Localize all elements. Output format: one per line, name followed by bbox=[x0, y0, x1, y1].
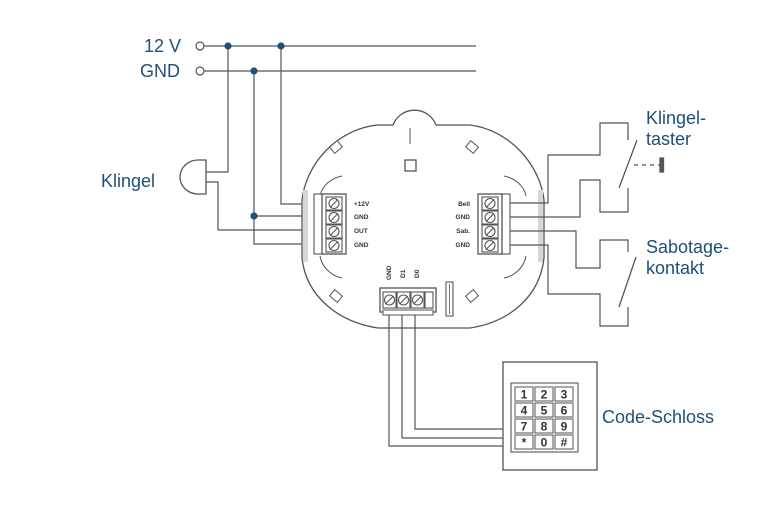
left-terminal-label: OUT bbox=[354, 228, 368, 235]
keypad-key-label: * bbox=[522, 436, 527, 450]
keypad-key-label: 4 bbox=[521, 404, 528, 418]
switch-wires bbox=[510, 122, 629, 327]
keypad-key-label: 1 bbox=[521, 388, 528, 402]
keypad-key-label: 3 bbox=[561, 388, 568, 402]
keypad-key-label: # bbox=[561, 436, 568, 450]
bottom-terminal-label: GND bbox=[386, 265, 393, 280]
terminal-12v bbox=[195, 41, 205, 51]
keypad-key-label: 5 bbox=[541, 404, 548, 418]
bottom-terminal-label: D1 bbox=[400, 269, 407, 278]
bell-button-label-line2: taster bbox=[646, 129, 692, 149]
keypad-key-label: 2 bbox=[541, 388, 548, 402]
keypad-key bbox=[534, 434, 554, 450]
right-terminal-block: Bell GND Sab. GND bbox=[456, 193, 511, 255]
junctions bbox=[224, 42, 285, 220]
keypad-key bbox=[514, 434, 534, 450]
keypad-key bbox=[554, 386, 574, 402]
keypad-key bbox=[514, 402, 534, 418]
keypad-key bbox=[534, 402, 554, 418]
right-terminal-label: GND bbox=[456, 214, 471, 221]
left-terminal-label: GND bbox=[354, 214, 369, 221]
keypad-key bbox=[554, 434, 574, 450]
keypad-wires bbox=[388, 315, 504, 447]
module bbox=[301, 109, 545, 329]
keypad-key bbox=[534, 386, 554, 402]
right-terminal-label: Bell bbox=[458, 201, 470, 208]
bell-label: Klingel bbox=[101, 171, 156, 191]
right-terminal-label: Sab. bbox=[456, 228, 470, 235]
code-lock-label: Code-Schloss bbox=[602, 407, 715, 427]
tamper-label-line2: kontakt bbox=[646, 258, 705, 278]
power-rails bbox=[195, 41, 476, 76]
keypad-key-label: 7 bbox=[521, 420, 528, 434]
bottom-terminal-label: D0 bbox=[414, 269, 421, 278]
left-terminal-label: GND bbox=[354, 242, 369, 249]
keypad-key bbox=[554, 402, 574, 418]
left-terminal-label: +12V bbox=[354, 201, 370, 208]
left-terminal-block: +12V GND OUT GND bbox=[313, 193, 370, 255]
power-12v-label: 12 V bbox=[144, 36, 182, 56]
tamper-contact-switch bbox=[618, 256, 637, 308]
keypad-key bbox=[514, 386, 534, 402]
tamper-label-line1: Sabotage- bbox=[646, 237, 730, 257]
bell-button-switch bbox=[618, 134, 665, 189]
keypad-key bbox=[554, 418, 574, 434]
terminal-gnd bbox=[195, 66, 205, 76]
bell-button-label-line1: Klingel- bbox=[646, 108, 707, 128]
right-terminal-label: GND bbox=[456, 242, 471, 249]
keypad-key-label: 6 bbox=[561, 404, 568, 418]
keypad-key-label: 0 bbox=[541, 436, 548, 450]
keypad-key-label: 9 bbox=[561, 420, 568, 434]
bottom-terminal-block: GND D1 D0 bbox=[379, 265, 454, 317]
keypad-key bbox=[514, 418, 534, 434]
bell-icon bbox=[179, 159, 207, 195]
keypad-key bbox=[534, 418, 554, 434]
power-gnd-label: GND bbox=[140, 61, 180, 81]
keypad-key-label: 8 bbox=[541, 420, 548, 434]
